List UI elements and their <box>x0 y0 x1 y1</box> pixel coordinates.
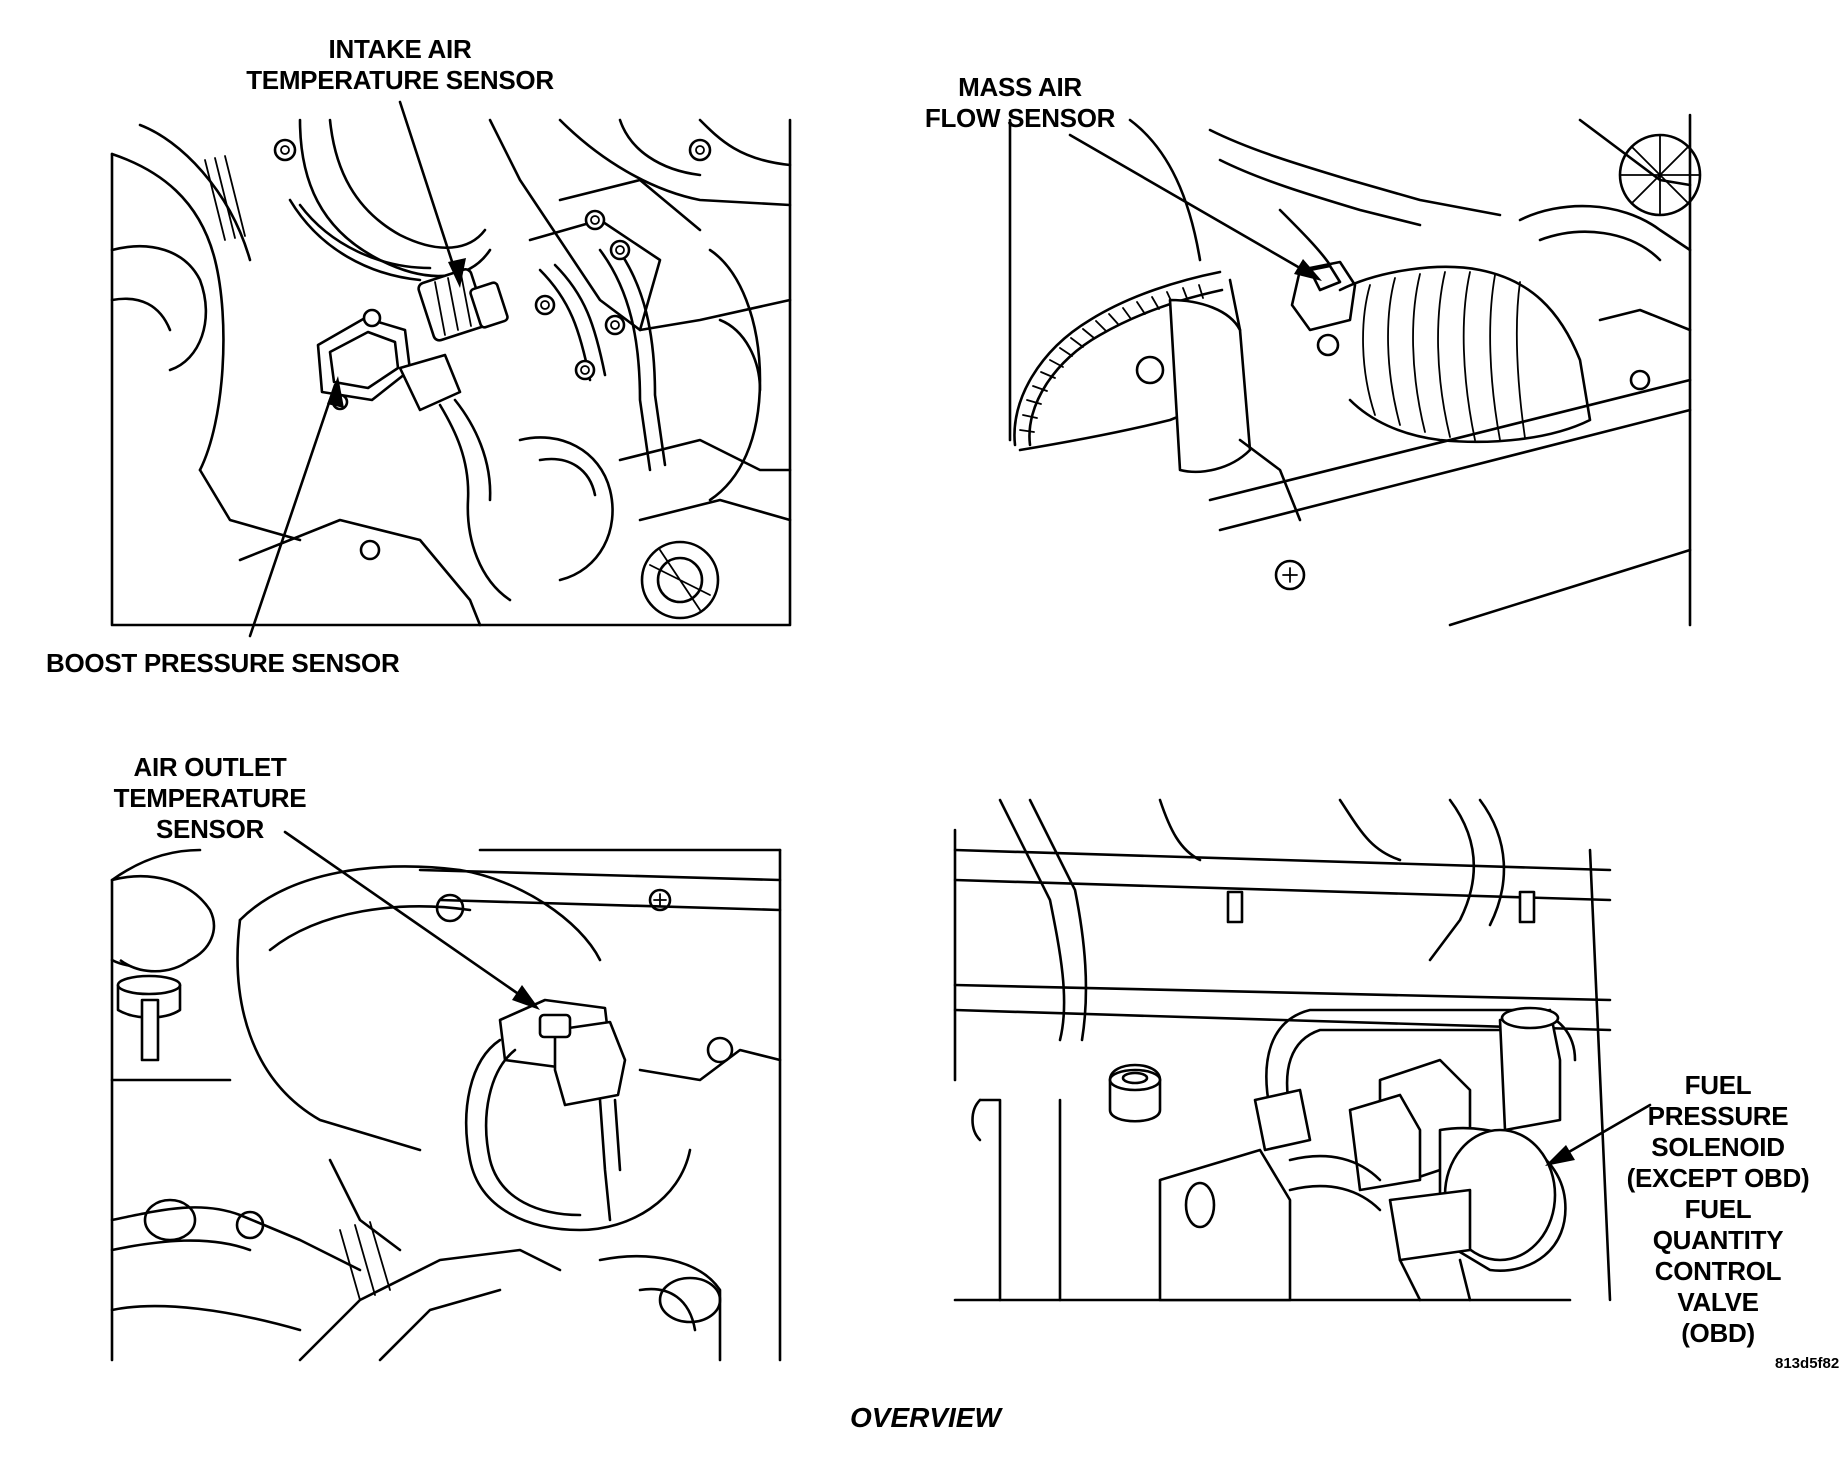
panel-intake-boost <box>110 100 792 638</box>
fuel-pressure-solenoid-label: FUEL PRESSURE SOLENOID (EXCEPT OBD) FUEL… <box>1626 1070 1810 1348</box>
air-outlet-temperature-sensor-label: AIR OUTLET TEMPERATURE SENSOR <box>113 752 307 844</box>
intake-air-temperature-sensor-label: INTAKE AIR TEMPERATURE SENSOR <box>246 34 554 95</box>
figure-code: 813d5f82 <box>1775 1355 1840 1372</box>
panel-air-outlet <box>110 830 782 1362</box>
panel-fuel-pressure <box>953 798 1652 1302</box>
boost-pressure-sensor-label: BOOST PRESSURE SENSOR <box>46 648 400 678</box>
panel-mass-air-flow <box>1008 113 1702 627</box>
figure-caption: OVERVIEW <box>850 1402 1001 1433</box>
mass-air-flow-sensor-label: MASS AIR FLOW SENSOR <box>924 72 1116 133</box>
